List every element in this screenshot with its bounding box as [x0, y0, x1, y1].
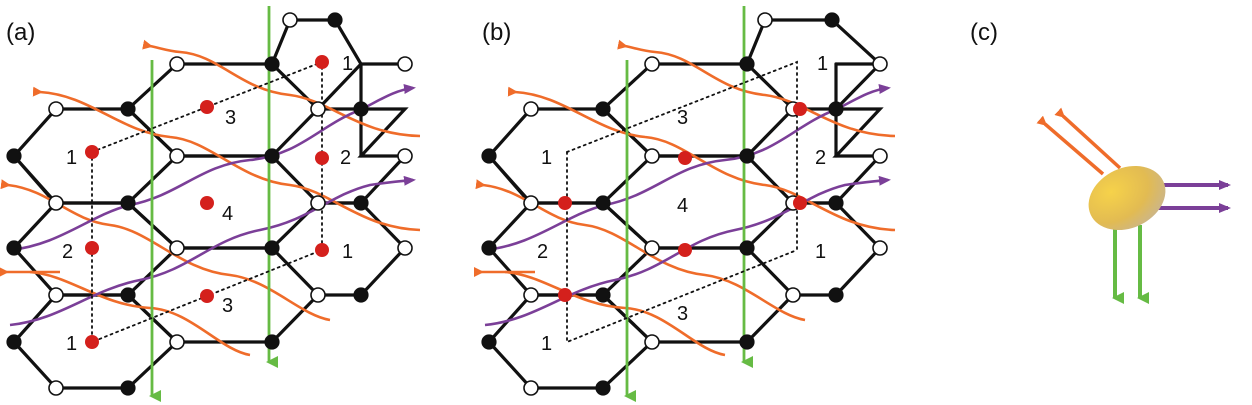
site-label: 3: [225, 107, 236, 129]
site-label: 2: [815, 147, 826, 169]
red-dot: [200, 196, 214, 210]
red-dot: [200, 100, 214, 114]
red-dot: [315, 243, 329, 257]
red-dot: [558, 196, 572, 210]
site-label: 1: [541, 147, 552, 169]
site-label: 1: [541, 333, 552, 355]
orange-arrow: [1054, 107, 1122, 170]
yellow-ellipse: [1088, 165, 1166, 231]
panel-a-lattice: 1 2 1 2 1 1 3 4 3: [0, 6, 421, 402]
red-dot: [200, 289, 214, 303]
site-label: 1: [342, 241, 353, 263]
red-dot: [793, 196, 807, 210]
red-dot: [793, 102, 807, 116]
site-label: 1: [815, 241, 826, 263]
site-label: 2: [340, 147, 351, 169]
panel-c-label: (c): [970, 19, 998, 46]
red-dot: [85, 335, 99, 349]
panel-a-label: (a): [6, 19, 35, 46]
site-label: 3: [677, 107, 688, 129]
site-label: 4: [677, 195, 688, 217]
panel-b-vertices: [481, 12, 888, 396]
site-label: 1: [342, 53, 353, 75]
panel-b-lattice: 1 1 3 2 4 2 1 3 1: [474, 6, 896, 402]
site-label: 3: [222, 295, 233, 317]
site-label: 1: [66, 333, 77, 355]
red-dot: [85, 241, 99, 255]
site-label: 4: [222, 203, 233, 225]
site-label: 2: [62, 241, 73, 263]
red-dot: [315, 151, 329, 165]
panel-c-schematic: [1036, 107, 1231, 304]
site-label: 3: [677, 303, 688, 325]
panel-b-label: (b): [482, 19, 511, 46]
panel-a-vertices: [6, 12, 413, 396]
red-dot: [678, 151, 692, 165]
site-label: 2: [537, 241, 548, 263]
orange-arrow: [1036, 115, 1105, 176]
red-dot: [678, 243, 692, 257]
site-label: 1: [817, 53, 828, 75]
red-dot: [85, 145, 99, 159]
red-dot: [558, 288, 572, 302]
red-dot: [315, 55, 329, 69]
site-label: 1: [66, 147, 77, 169]
